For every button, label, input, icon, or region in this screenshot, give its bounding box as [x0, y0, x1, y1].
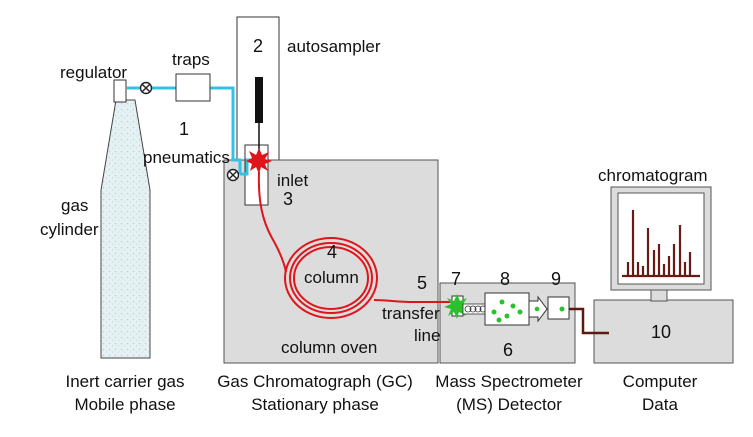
- syringe-icon: [255, 77, 263, 150]
- label-column: column: [304, 268, 359, 287]
- label-num-2: 2: [253, 36, 263, 56]
- capillary-column: [257, 171, 413, 319]
- traps-box: [175, 73, 211, 102]
- label-chromatogram: chromatogram: [598, 166, 708, 185]
- caption-ms-line2: (MS) Detector: [456, 395, 562, 414]
- label-pneumatics: pneumatics: [143, 148, 230, 167]
- label-line: line: [414, 326, 440, 345]
- label-autosampler: autosampler: [287, 37, 381, 56]
- label-cylinder: cylinder: [40, 220, 99, 239]
- label-num-1: 1: [179, 119, 189, 139]
- label-num-8: 8: [500, 269, 510, 289]
- chromatogram-peaks: [622, 210, 700, 278]
- monitor-stand: [650, 289, 668, 302]
- caption-gc-line2: Stationary phase: [251, 395, 379, 414]
- label-regulator: regulator: [60, 63, 127, 82]
- label-num-7: 7: [451, 269, 461, 289]
- detector: [547, 296, 570, 320]
- caption-gc-line1: Gas Chromatograph (GC): [217, 372, 413, 391]
- regulator-body: [113, 79, 127, 103]
- label-transfer: transfer: [382, 304, 440, 323]
- gas-cylinder: [100, 79, 151, 359]
- ion-optics: [462, 303, 487, 315]
- computer-case: [593, 299, 734, 364]
- injection-burst-icon: [246, 148, 272, 174]
- caption-cylinder-line1: Inert carrier gas: [65, 372, 184, 391]
- label-num-3: 3: [283, 189, 293, 209]
- label-num-6: 6: [503, 340, 513, 360]
- mass-analyzer: [484, 292, 530, 326]
- label-num-10: 10: [651, 322, 671, 342]
- caption-ms-line1: Mass Spectrometer: [435, 372, 583, 391]
- label-num-9: 9: [551, 269, 561, 289]
- label-gas: gas: [61, 196, 88, 215]
- label-inlet: inlet: [277, 171, 308, 190]
- regulator-valve-icon: [139, 81, 153, 95]
- analyzer-exit-arrow: [528, 295, 548, 323]
- pneumatics-valve-icon: [226, 168, 240, 182]
- label-num-4: 4: [327, 242, 337, 262]
- label-column-oven: column oven: [281, 338, 377, 357]
- caption-cylinder-line2: Mobile phase: [74, 395, 175, 414]
- caption-computer-line1: Computer: [623, 372, 698, 391]
- caption-computer-line2: Data: [642, 395, 678, 414]
- label-traps: traps: [172, 50, 210, 69]
- label-num-5: 5: [417, 273, 427, 293]
- data-cable: [569, 307, 609, 335]
